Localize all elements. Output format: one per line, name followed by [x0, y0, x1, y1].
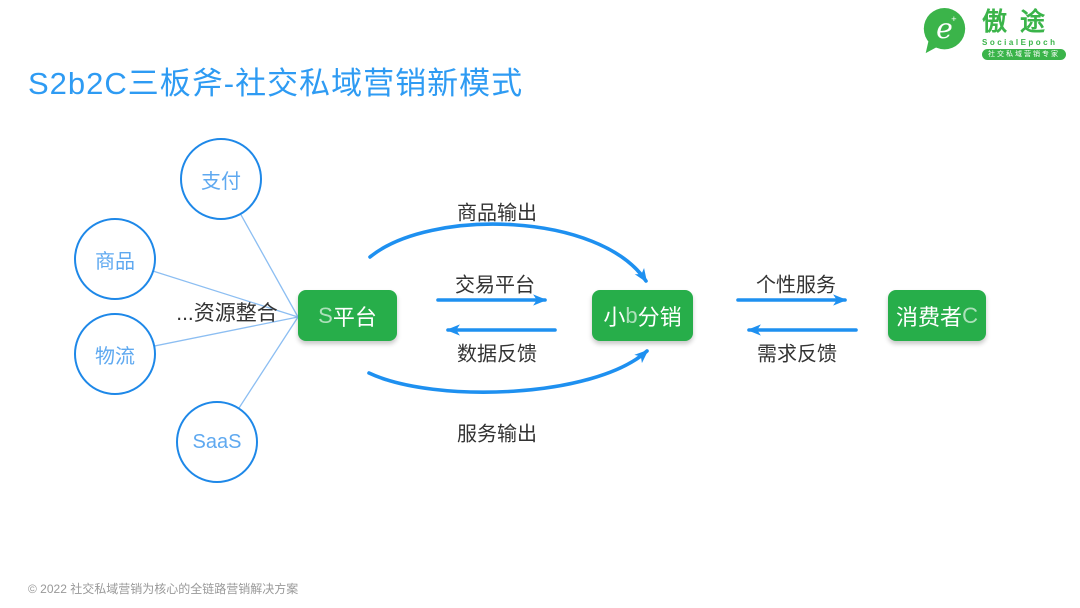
- resource-circle-payment: 支付: [180, 138, 262, 220]
- resource-label-logistics: 物流: [95, 345, 135, 368]
- resource-label-saas: SaaS: [192, 430, 242, 453]
- brand-logo-text: 傲途 SocialEpoch 社交私域营销专家: [982, 7, 1066, 60]
- brand-logo: e + 傲途 SocialEpoch 社交私域营销专家: [921, 7, 1066, 60]
- brand-name: 傲途: [982, 8, 1059, 36]
- node-small-b-part1: 小: [603, 304, 626, 330]
- straight-arrows: [436, 294, 858, 336]
- node-small-b-part2: b: [625, 302, 638, 328]
- integration-label: ...资源整合: [176, 302, 278, 325]
- arrow-service-output-curve: [367, 349, 649, 394]
- node-consumer-suffix: C: [962, 302, 978, 328]
- node-s-platform-label: 平台: [332, 304, 377, 330]
- copyright-text: © 2022 社交私域营销为核心的全链路营销解决方案: [28, 582, 299, 596]
- edge-label-personal-service: 个性服务: [756, 274, 836, 297]
- speech-bubble-e-icon: e +: [923, 8, 966, 54]
- brand-tagline: 社交私域营销专家: [982, 48, 1066, 60]
- edge-label-service-output: 服务输出: [457, 423, 537, 446]
- curved-arrows: [367, 222, 649, 394]
- arrow-goods-output-curve: [368, 222, 648, 283]
- brand-subtitle: SocialEpoch: [982, 37, 1058, 47]
- resource-label-goods: 商品: [95, 250, 135, 273]
- resource-circle-saas: SaaS: [176, 401, 258, 483]
- node-small-b-part3: 分销: [637, 304, 682, 330]
- edge-label-demand-feedback: 需求反馈: [757, 343, 837, 366]
- page-title: S2b2C三板斧-社交私域营销新模式: [28, 66, 524, 101]
- edge-label-trade-platform: 交易平台: [455, 274, 535, 297]
- resource-circle-logistics: 物流: [74, 313, 156, 395]
- node-consumer-label: 消费者: [896, 304, 963, 330]
- svg-text:e: e: [936, 12, 953, 45]
- svg-text:+: +: [951, 13, 957, 24]
- edge-label-data-feedback: 数据反馈: [457, 343, 537, 366]
- resource-label-payment: 支付: [201, 170, 241, 193]
- node-s-platform-prefix: S: [318, 302, 333, 328]
- resource-circle-goods: 商品: [74, 218, 156, 300]
- edge-label-goods-output: 商品输出: [457, 202, 537, 225]
